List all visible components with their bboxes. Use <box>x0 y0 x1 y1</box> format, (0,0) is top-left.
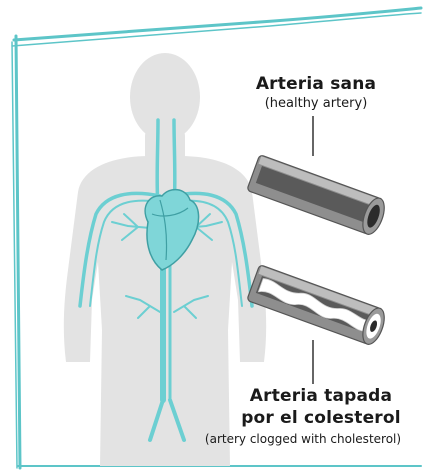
healthy-artery-title: Arteria sana <box>246 74 386 94</box>
healthy-artery <box>247 155 389 238</box>
clogged-artery-title-line1: Arteria tapada <box>226 386 416 406</box>
healthy-artery-subtitle: (healthy artery) <box>246 96 386 111</box>
clogged-artery <box>247 265 389 348</box>
clogged-artery-subtitle: (artery clogged with cholesterol) <box>182 432 423 446</box>
clogged-artery-title-line2: por el colesterol <box>226 408 416 428</box>
